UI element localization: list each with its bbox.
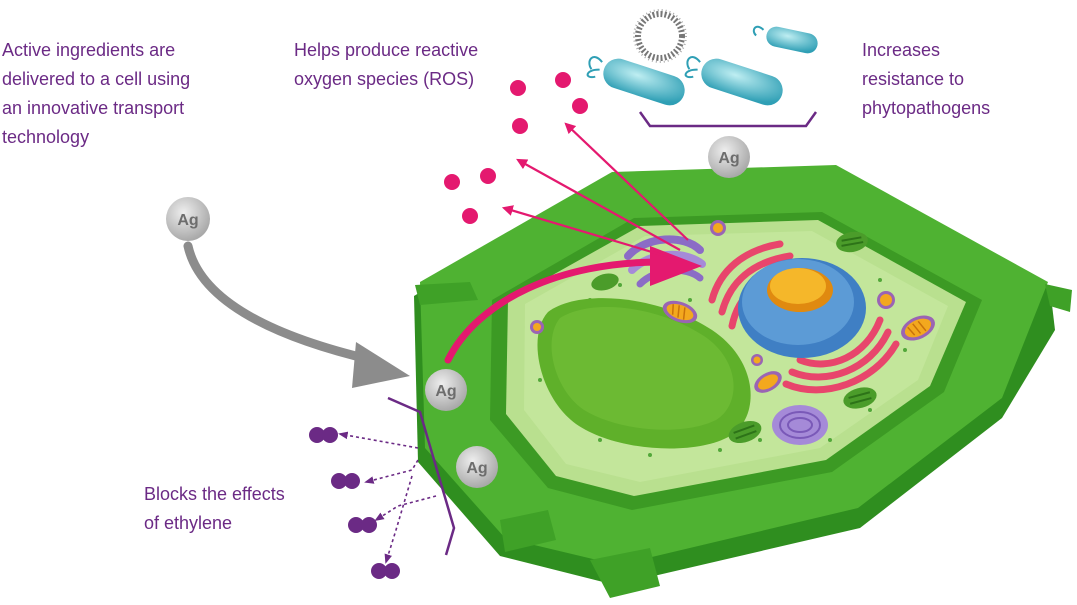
silver-particle-icon: Ag xyxy=(166,197,210,241)
ros-arrow xyxy=(516,158,681,251)
ros-dot-icon xyxy=(480,168,496,184)
ros-dot-icon xyxy=(572,98,588,114)
bacteria-icon xyxy=(752,25,818,54)
ros-dot-icon xyxy=(510,80,526,96)
caption-delivery: Active ingredients are delivered to a ce… xyxy=(2,40,191,147)
silver-particle-icon: Ag xyxy=(425,369,467,411)
ethylene-section xyxy=(309,396,456,579)
vacuole xyxy=(537,298,751,449)
vesicles xyxy=(530,220,895,366)
ethylene-arrow xyxy=(384,475,413,564)
virus-icon xyxy=(633,9,687,63)
ethylene-arrow xyxy=(338,431,419,449)
caption-resistance: Increases resistance to phytopathogens xyxy=(862,40,991,118)
delivery-arrow xyxy=(183,241,410,388)
bacteria-icon xyxy=(684,56,783,106)
silver-particle-icon: Ag xyxy=(456,446,498,488)
ros-dot-icon xyxy=(512,118,528,134)
pathogen-bracket xyxy=(638,111,818,128)
silver-label: Ag xyxy=(435,383,456,400)
ros-arrow xyxy=(501,205,673,260)
silver-label: Ag xyxy=(177,212,198,229)
ethylene-arrow xyxy=(364,459,419,484)
chloroplast-group xyxy=(591,231,877,444)
ros-arrow xyxy=(564,122,689,241)
mitochondria-group xyxy=(662,300,935,393)
barrier-line xyxy=(387,396,456,556)
silver-particle-icon: Ag xyxy=(708,136,750,178)
ros-dot-icon xyxy=(462,208,478,224)
ethylene-molecule-icon xyxy=(331,473,360,489)
ethylene-molecule-icon xyxy=(348,517,377,533)
lysosome xyxy=(772,405,828,445)
caption-ethylene: Blocks the effects of ethylene xyxy=(144,484,285,533)
silver-label: Ag xyxy=(466,460,487,477)
nucleus xyxy=(738,258,866,358)
ethylene-arrow xyxy=(374,495,437,522)
ros-arrows xyxy=(501,122,689,260)
ros-dots xyxy=(444,72,588,224)
silver-label: Ag xyxy=(718,150,739,167)
pathogens xyxy=(586,9,818,128)
ros-dot-icon xyxy=(444,174,460,190)
plant-cell-icon xyxy=(414,165,1072,598)
ros-dot-icon xyxy=(555,72,571,88)
ethylene-molecule-icon xyxy=(371,563,400,579)
ethylene-molecule-icon xyxy=(309,427,338,443)
bacteria-icon xyxy=(586,56,685,106)
caption-ros: Helps produce reactive oxygen species (R… xyxy=(294,40,479,89)
